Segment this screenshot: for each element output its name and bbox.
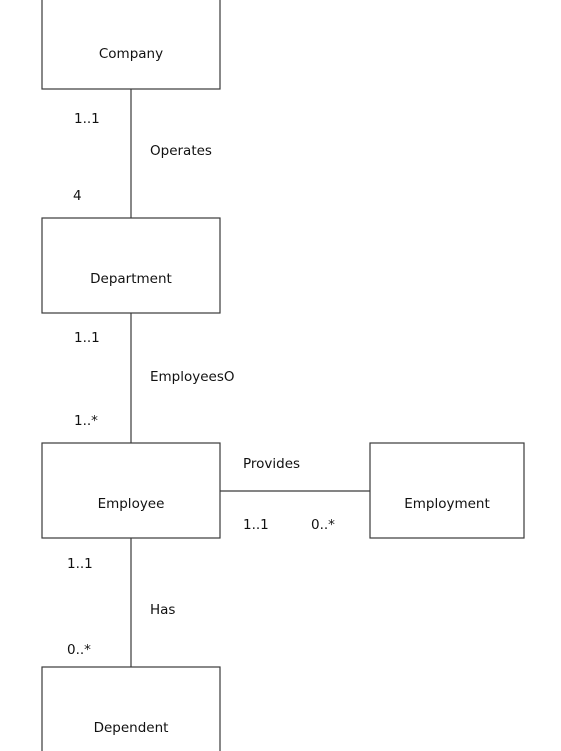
- entity-employee[interactable]: Employee: [41, 442, 221, 539]
- provides-employment-multiplicity: 0..*: [311, 517, 335, 533]
- operates-label: Operates: [150, 143, 212, 159]
- entity-dependent-box: [41, 666, 221, 751]
- entity-dependent[interactable]: Dependent: [41, 666, 221, 751]
- has-dependent-multiplicity: 0..*: [67, 642, 91, 658]
- entity-employee-label: Employee: [98, 496, 165, 512]
- entity-company-box: [41, 0, 221, 90]
- has-employee-multiplicity: 1..1: [67, 556, 93, 572]
- entity-company[interactable]: Company: [41, 0, 221, 90]
- entity-department-box: [41, 217, 221, 314]
- employeeso-department-multiplicity: 1..1: [74, 330, 100, 346]
- operates-company-multiplicity: 1..1: [74, 111, 100, 127]
- provides-label: Provides: [243, 456, 300, 472]
- entity-dependent-label: Dependent: [94, 720, 169, 736]
- entity-employment-box: [369, 442, 525, 539]
- entity-employee-box: [41, 442, 221, 539]
- entity-employment[interactable]: Employment: [369, 442, 525, 539]
- employeeso-label: EmployeesO: [150, 369, 235, 385]
- entity-employment-label: Employment: [404, 496, 490, 512]
- entity-company-label: Company: [99, 46, 163, 62]
- provides-employee-multiplicity: 1..1: [243, 517, 269, 533]
- entity-department[interactable]: Department: [41, 217, 221, 314]
- entity-department-label: Department: [90, 271, 172, 287]
- employeeso-employee-multiplicity: 1..*: [74, 413, 98, 429]
- has-label: Has: [150, 602, 175, 618]
- operates-department-multiplicity: 4: [73, 188, 82, 204]
